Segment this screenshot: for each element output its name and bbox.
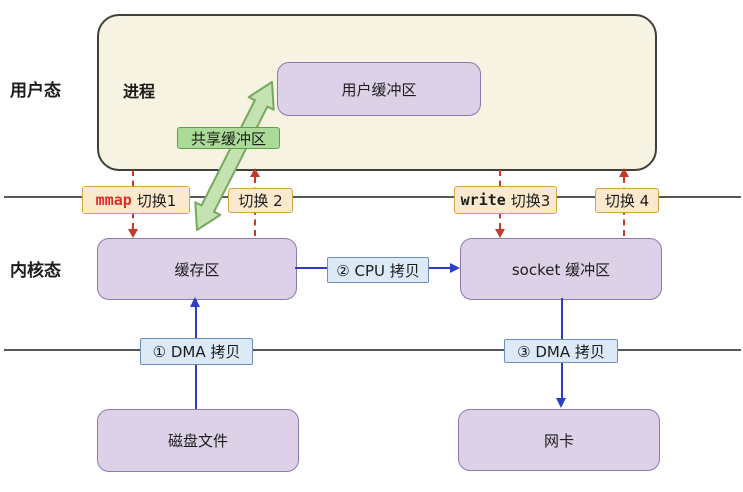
switch-1-arrowhead-icon xyxy=(128,229,138,238)
user-mode-label: 用户态 xyxy=(10,81,61,101)
switch-3-text: 切换3 xyxy=(510,191,551,210)
kernel-mode-label: 内核态 xyxy=(10,261,61,281)
nic-box: 网卡 xyxy=(458,409,660,471)
kernel-cache-box: 缓存区 xyxy=(97,238,297,300)
switch-2-text: 切换 2 xyxy=(238,192,283,210)
switch-3-arrowhead-icon xyxy=(495,229,505,238)
dma-copy-3-arrowhead-icon xyxy=(556,398,566,408)
write-switch-3-label: write 切换3 xyxy=(454,186,557,214)
switch-4-label: 切换 4 xyxy=(595,188,659,213)
shared-buffer-label: 共享缓冲区 xyxy=(177,127,280,149)
dma-copy-1-arrowhead-icon xyxy=(190,297,200,307)
kernel-device-boundary-line xyxy=(4,349,741,351)
user-buffer-box: 用户缓冲区 xyxy=(277,62,481,116)
write-syscall-text: write xyxy=(460,191,506,209)
user-buffer-label: 用户缓冲区 xyxy=(341,80,417,99)
nic-label: 网卡 xyxy=(543,431,574,450)
disk-file-label: 磁盘文件 xyxy=(167,432,228,450)
dma-copy-1-text: ① DMA 拷贝 xyxy=(152,343,241,361)
mmap-syscall-text: mmap xyxy=(95,191,132,209)
socket-buffer-label: socket 缓冲区 xyxy=(511,260,611,279)
cpu-copy-2-text: ② CPU 拷贝 xyxy=(336,261,420,280)
switch-2-label: 切换 2 xyxy=(228,188,293,213)
kernel-cache-label: 缓存区 xyxy=(174,260,220,279)
user-kernel-boundary-line xyxy=(4,196,741,198)
dma-copy-1-label: ① DMA 拷贝 xyxy=(140,338,253,365)
socket-buffer-box: socket 缓冲区 xyxy=(460,238,662,300)
dma-copy-3-text: ③ DMA 拷贝 xyxy=(517,342,605,361)
switch-1-text: 切换1 xyxy=(136,191,177,210)
dma-copy-3-label: ③ DMA 拷贝 xyxy=(504,339,618,363)
shared-mapping-arrow xyxy=(194,81,275,231)
disk-file-box: 磁盘文件 xyxy=(97,409,299,472)
switch-2-arrowhead-icon xyxy=(250,168,260,177)
mmap-switch-1-label: mmap 切换1 xyxy=(82,186,190,214)
cpu-copy-2-arrowhead-icon xyxy=(450,263,460,273)
switch-4-text: 切换 4 xyxy=(604,192,650,210)
cpu-copy-2-label: ② CPU 拷贝 xyxy=(327,257,429,283)
process-label: 进程 xyxy=(123,82,156,101)
shared-buffer-label-text: 共享缓冲区 xyxy=(190,129,266,148)
switch-4-arrowhead-icon xyxy=(619,168,629,177)
